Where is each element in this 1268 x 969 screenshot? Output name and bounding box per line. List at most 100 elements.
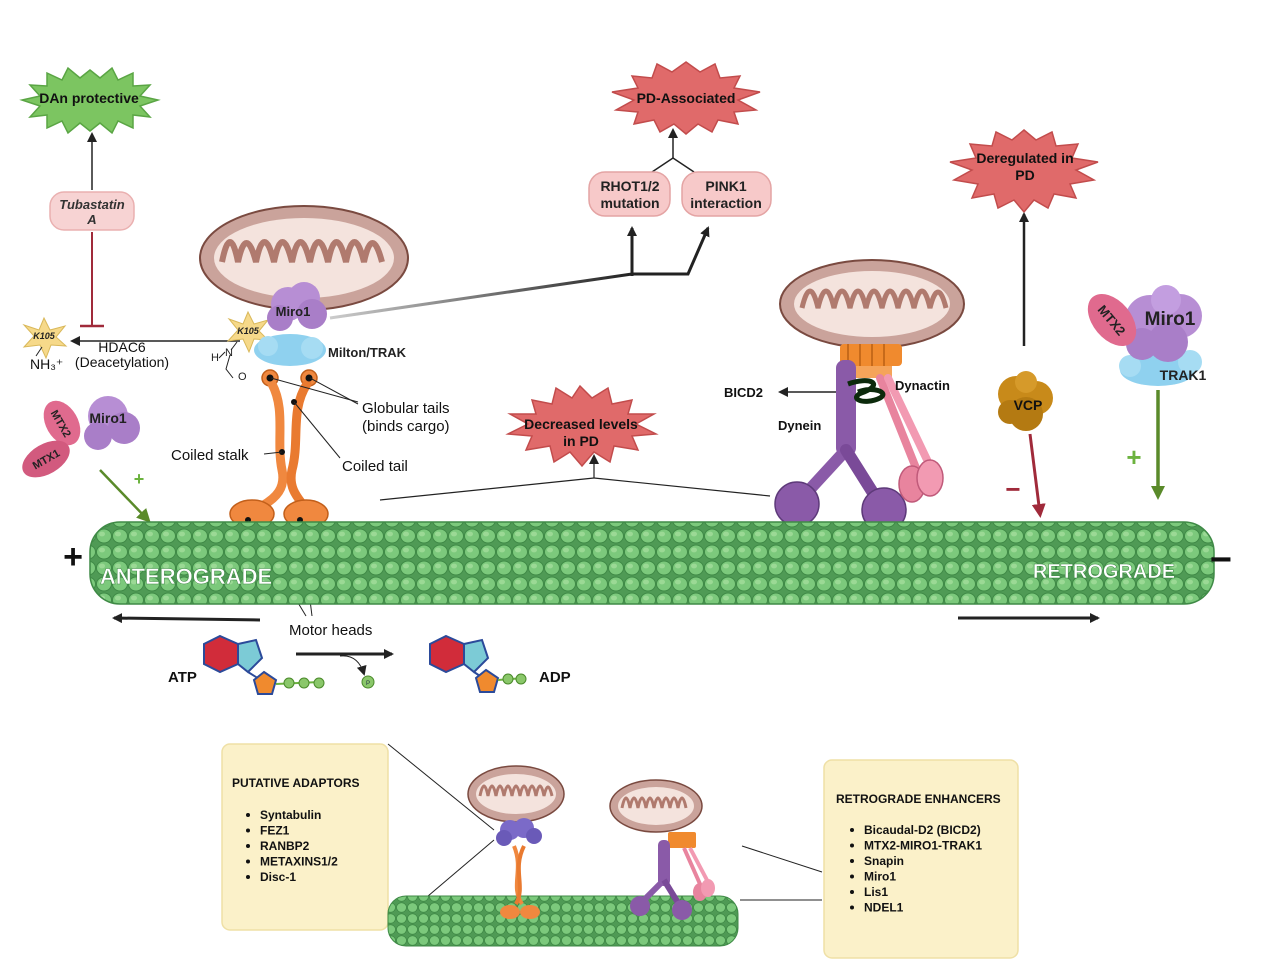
kinesin-mitochondrion [199, 205, 409, 311]
pink1-label-1: PINK1 [705, 178, 746, 194]
retrograde-enhancer-item: Miro1 [864, 870, 896, 884]
acetyl-n-label: N [225, 347, 233, 359]
small-dynein-illustration [609, 779, 715, 920]
retrograde-label: RETROGRADE [1033, 561, 1175, 583]
pd-associated-label: PD-Associated [637, 90, 736, 106]
retrograde-enhancers-box: RETROGRADE ENHANCERS Bicaudal-D2 (BICD2)… [823, 759, 1019, 959]
retrograde-enhancer-item: NDEL1 [864, 901, 904, 915]
left-complex-arrow [99, 469, 151, 523]
deregulated-burst: Deregulated in PD [949, 129, 1099, 214]
tubastatin-label-2: A [86, 212, 96, 227]
rhot-pill: RHOT1/2 mutation [588, 171, 671, 217]
putative-adaptors-box: PUTATIVE ADAPTORS SyntabulinFEZ1RANBP2ME… [221, 743, 389, 931]
globular-tail-dot-2 [305, 374, 313, 382]
retrograde-title: RETROGRADE ENHANCERS [836, 792, 1001, 806]
putative-adaptor-item: Syntabulin [260, 808, 321, 822]
anterograde-label: ANTEROGRADE [100, 564, 272, 589]
putative-adaptor-bullet [246, 875, 250, 879]
plus-end-sign: + [63, 538, 83, 576]
pink1-label-2: interaction [690, 195, 762, 211]
bicd2-label: BICD2 [724, 385, 763, 400]
milton-trak-blob: Milton/TRAK [254, 334, 407, 366]
acetyl-h-label: H [211, 352, 219, 364]
miro1-kinesin-blob: Miro1 [267, 282, 327, 331]
right-mtx-miro-trak: MTX2 Miro1 TRAK1 [1087, 285, 1207, 386]
retrograde-enhancer-bullet [850, 890, 854, 894]
rhot-label-1: RHOT1/2 [600, 178, 659, 194]
minus-end-sign: − [1210, 539, 1232, 581]
tubastatin-label-1: Tubastatin [59, 197, 125, 212]
vcp-minus-sign: − [1005, 474, 1020, 504]
putative-adaptor-item: Disc-1 [260, 870, 296, 884]
left-plus-sign: + [134, 469, 145, 489]
pink1-pill: PINK1 interaction [681, 171, 772, 217]
coiled-tail-label: Coiled tail [342, 458, 408, 475]
deregulated-label-1: Deregulated in [976, 150, 1073, 166]
right-miro1-label: Miro1 [1145, 309, 1196, 330]
globular-tail-dot-1 [266, 374, 274, 382]
miro-to-pd-line [329, 272, 633, 320]
nh3-label: NH₃⁺ [30, 356, 63, 372]
putative-adaptor-bullet [246, 859, 250, 864]
k105-kinesin-label: K105 [237, 326, 260, 336]
atp-label: ATP [168, 669, 197, 686]
milton-trak-label: Milton/TRAK [328, 345, 407, 360]
tubastatin-pill: Tubastatin A [49, 191, 135, 231]
putative-adaptor-bullet [246, 813, 250, 817]
retrograde-enhancer-bullet [850, 905, 854, 910]
retrograde-enhancer-item: MTX2-MIRO1-TRAK1 [864, 839, 982, 853]
dynein-mitochondrion [779, 259, 965, 349]
acetyl-group: K105 H N O [211, 310, 270, 383]
retrograde-enhancer-bullet [850, 874, 854, 879]
acetyl-o-label: O [238, 371, 247, 383]
coiled-stalk-label: Coiled stalk [171, 447, 249, 464]
vcp-down-arrow [1028, 433, 1046, 518]
vcp-blob: VCP [998, 371, 1053, 431]
dan-protective-label: DAn protective [39, 90, 139, 106]
phosphate-label: P [366, 681, 370, 687]
putative-adaptor-item: RANBP2 [260, 839, 310, 853]
retrograde-enhancer-bullet [850, 859, 854, 863]
free-phosphate: P [361, 675, 375, 689]
pd-associated-burst: PD-Associated [611, 61, 761, 135]
putative-adaptor-bullet [246, 844, 250, 848]
k105-left-star: K105 [22, 316, 68, 360]
retrograde-enhancer-bullet [850, 843, 854, 848]
dynein-label: Dynein [778, 418, 821, 433]
rhot-label-2: mutation [600, 195, 659, 211]
hdac6-label-2: (Deacetylation) [75, 354, 169, 370]
to-pink1-arrow [632, 226, 710, 276]
small-kinesin-illustration [467, 765, 565, 919]
anterograde-arrow [112, 613, 261, 624]
putative-adaptor-item: METAXINS1/2 [260, 855, 338, 869]
decreased-label-2: in PD [563, 433, 599, 449]
k105-left-label: K105 [33, 331, 56, 341]
decreased-levels-burst: Decreased levels in PD [505, 384, 659, 468]
dynein-motor [774, 360, 944, 533]
dan-protective-burst: DAn protective [19, 66, 161, 135]
globular-tails-label-1: Globular tails [362, 400, 450, 417]
putative-adaptor-bullet [246, 828, 250, 833]
vcp-label: VCP [1014, 397, 1043, 413]
retrograde-enhancer-item: Snapin [864, 854, 904, 868]
globular-tails-label-2: (binds cargo) [362, 418, 450, 435]
retrograde-enhancer-bullet [850, 828, 854, 832]
motor-heads-label: Motor heads [289, 622, 372, 639]
miro1-kinesin-label: Miro1 [276, 304, 311, 319]
right-trak1-label: TRAK1 [1160, 367, 1207, 383]
retrograde-enhancer-item: Bicaudal-D2 (BICD2) [864, 823, 981, 837]
hdac6-label-1: HDAC6 [98, 339, 146, 355]
atp-molecule [203, 634, 325, 695]
putative-adaptor-item: FEZ1 [260, 824, 290, 838]
left-miro1-label: Miro1 [89, 410, 127, 426]
deregulated-label-2: PD [1015, 167, 1034, 183]
right-plus-sign: + [1126, 442, 1141, 472]
small-microtubule [387, 895, 739, 947]
retrograde-enhancer-item: Lis1 [864, 885, 888, 899]
dynactin-label: Dynactin [895, 378, 950, 393]
pd-assoc-join [651, 157, 695, 173]
adp-label: ADP [539, 669, 571, 686]
adp-molecule [429, 634, 527, 693]
left-mtx-miro-complex: Miro1 MTX2 MTX1 [22, 396, 140, 478]
